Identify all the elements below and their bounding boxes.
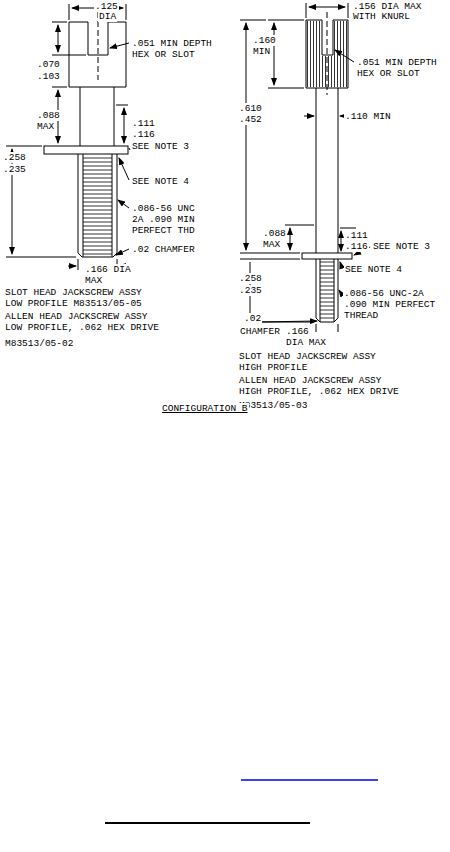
dimension-label: .111 — [131, 118, 156, 129]
dimension-label: .116 — [344, 241, 369, 252]
dimension-label: CHAMFER — [239, 326, 281, 337]
figure-caption: CONFIGURATION B — [161, 403, 249, 414]
dimension-label: .070 — [36, 59, 61, 70]
dimension-label: .051 MIN DEPTH — [356, 57, 438, 68]
dimension-label: .235 — [2, 164, 27, 175]
dimension-label: .088 — [36, 110, 61, 121]
dimension-label: DIA MAX — [285, 337, 327, 348]
dimension-label: ALLEN HEAD JACKSCREW ASSY — [4, 311, 149, 322]
dimension-label: .452 — [238, 114, 263, 125]
dimension-label: SEE NOTE 4 — [131, 176, 190, 187]
link-underline — [241, 779, 378, 781]
dimension-label: ALLEN HEAD JACKSCREW ASSY — [238, 375, 383, 386]
dimension-label: .235 — [238, 285, 263, 296]
dimension-label: .103 — [36, 71, 61, 82]
left-jackscrew — [6, 4, 130, 270]
dimension-label: SLOT HEAD JACKSCREW ASSY — [238, 351, 377, 362]
dimension-label: .051 MIN DEPTH — [131, 38, 213, 49]
dimension-label: .258 — [238, 273, 263, 284]
dimension-label: .116 — [131, 129, 156, 140]
dimension-label: .090 MIN PERFECT — [343, 299, 436, 310]
dimension-label: .258 — [2, 152, 27, 163]
dimension-label: MAX — [262, 239, 281, 250]
dimension-label: .160 — [252, 35, 277, 46]
rule-line — [105, 822, 310, 824]
dimension-label: MAX — [36, 121, 55, 132]
dimension-label: SEE NOTE 4 — [344, 264, 403, 275]
dimension-label: .088 — [262, 228, 287, 239]
dimension-label: .02 — [243, 313, 262, 324]
dimension-label: LOW PROFILE M83513/05-05 — [4, 298, 143, 309]
dimension-label: .610 — [238, 103, 263, 114]
dimension-label: HEX OR SLOT — [356, 68, 421, 79]
dimension-label: SEE NOTE 3 — [372, 241, 431, 252]
dimension-label: PERFECT THD — [131, 225, 196, 236]
dimension-label: THREAD — [343, 310, 379, 321]
dimension-label: MIN — [252, 46, 271, 57]
dimension-label: DIA — [98, 11, 117, 22]
dimension-label: LOW PROFILE, .062 HEX DRIVE — [4, 322, 160, 333]
dimension-label: .02 CHAMFER — [131, 244, 196, 255]
dimension-label: MAX — [84, 275, 103, 286]
dimension-label: HEX OR SLOT — [131, 49, 196, 60]
dimension-label: .166 — [285, 326, 310, 337]
dimension-label: SLOT HEAD JACKSCREW ASSY — [4, 287, 143, 298]
dimension-label: .086-56 UNC-2A — [343, 288, 425, 299]
dimension-label: M83513/05-03 — [238, 400, 308, 411]
dimension-label: .111 — [344, 230, 369, 241]
dimension-label: SEE NOTE 3 — [131, 141, 190, 152]
dimension-label: .166 DIA — [84, 264, 132, 275]
dimension-label: M83513/05-02 — [4, 338, 74, 349]
dimension-label: .086-56 UNC — [131, 203, 196, 214]
dimension-label: HIGH PROFILE, .062 HEX DRIVE — [238, 386, 400, 397]
dimension-label: WITH KNURL — [352, 11, 411, 22]
dimension-label: HIGH PROFILE — [238, 362, 308, 373]
dimension-label: 2A .090 MIN — [131, 214, 196, 225]
dimension-label: .110 MIN — [344, 111, 392, 122]
